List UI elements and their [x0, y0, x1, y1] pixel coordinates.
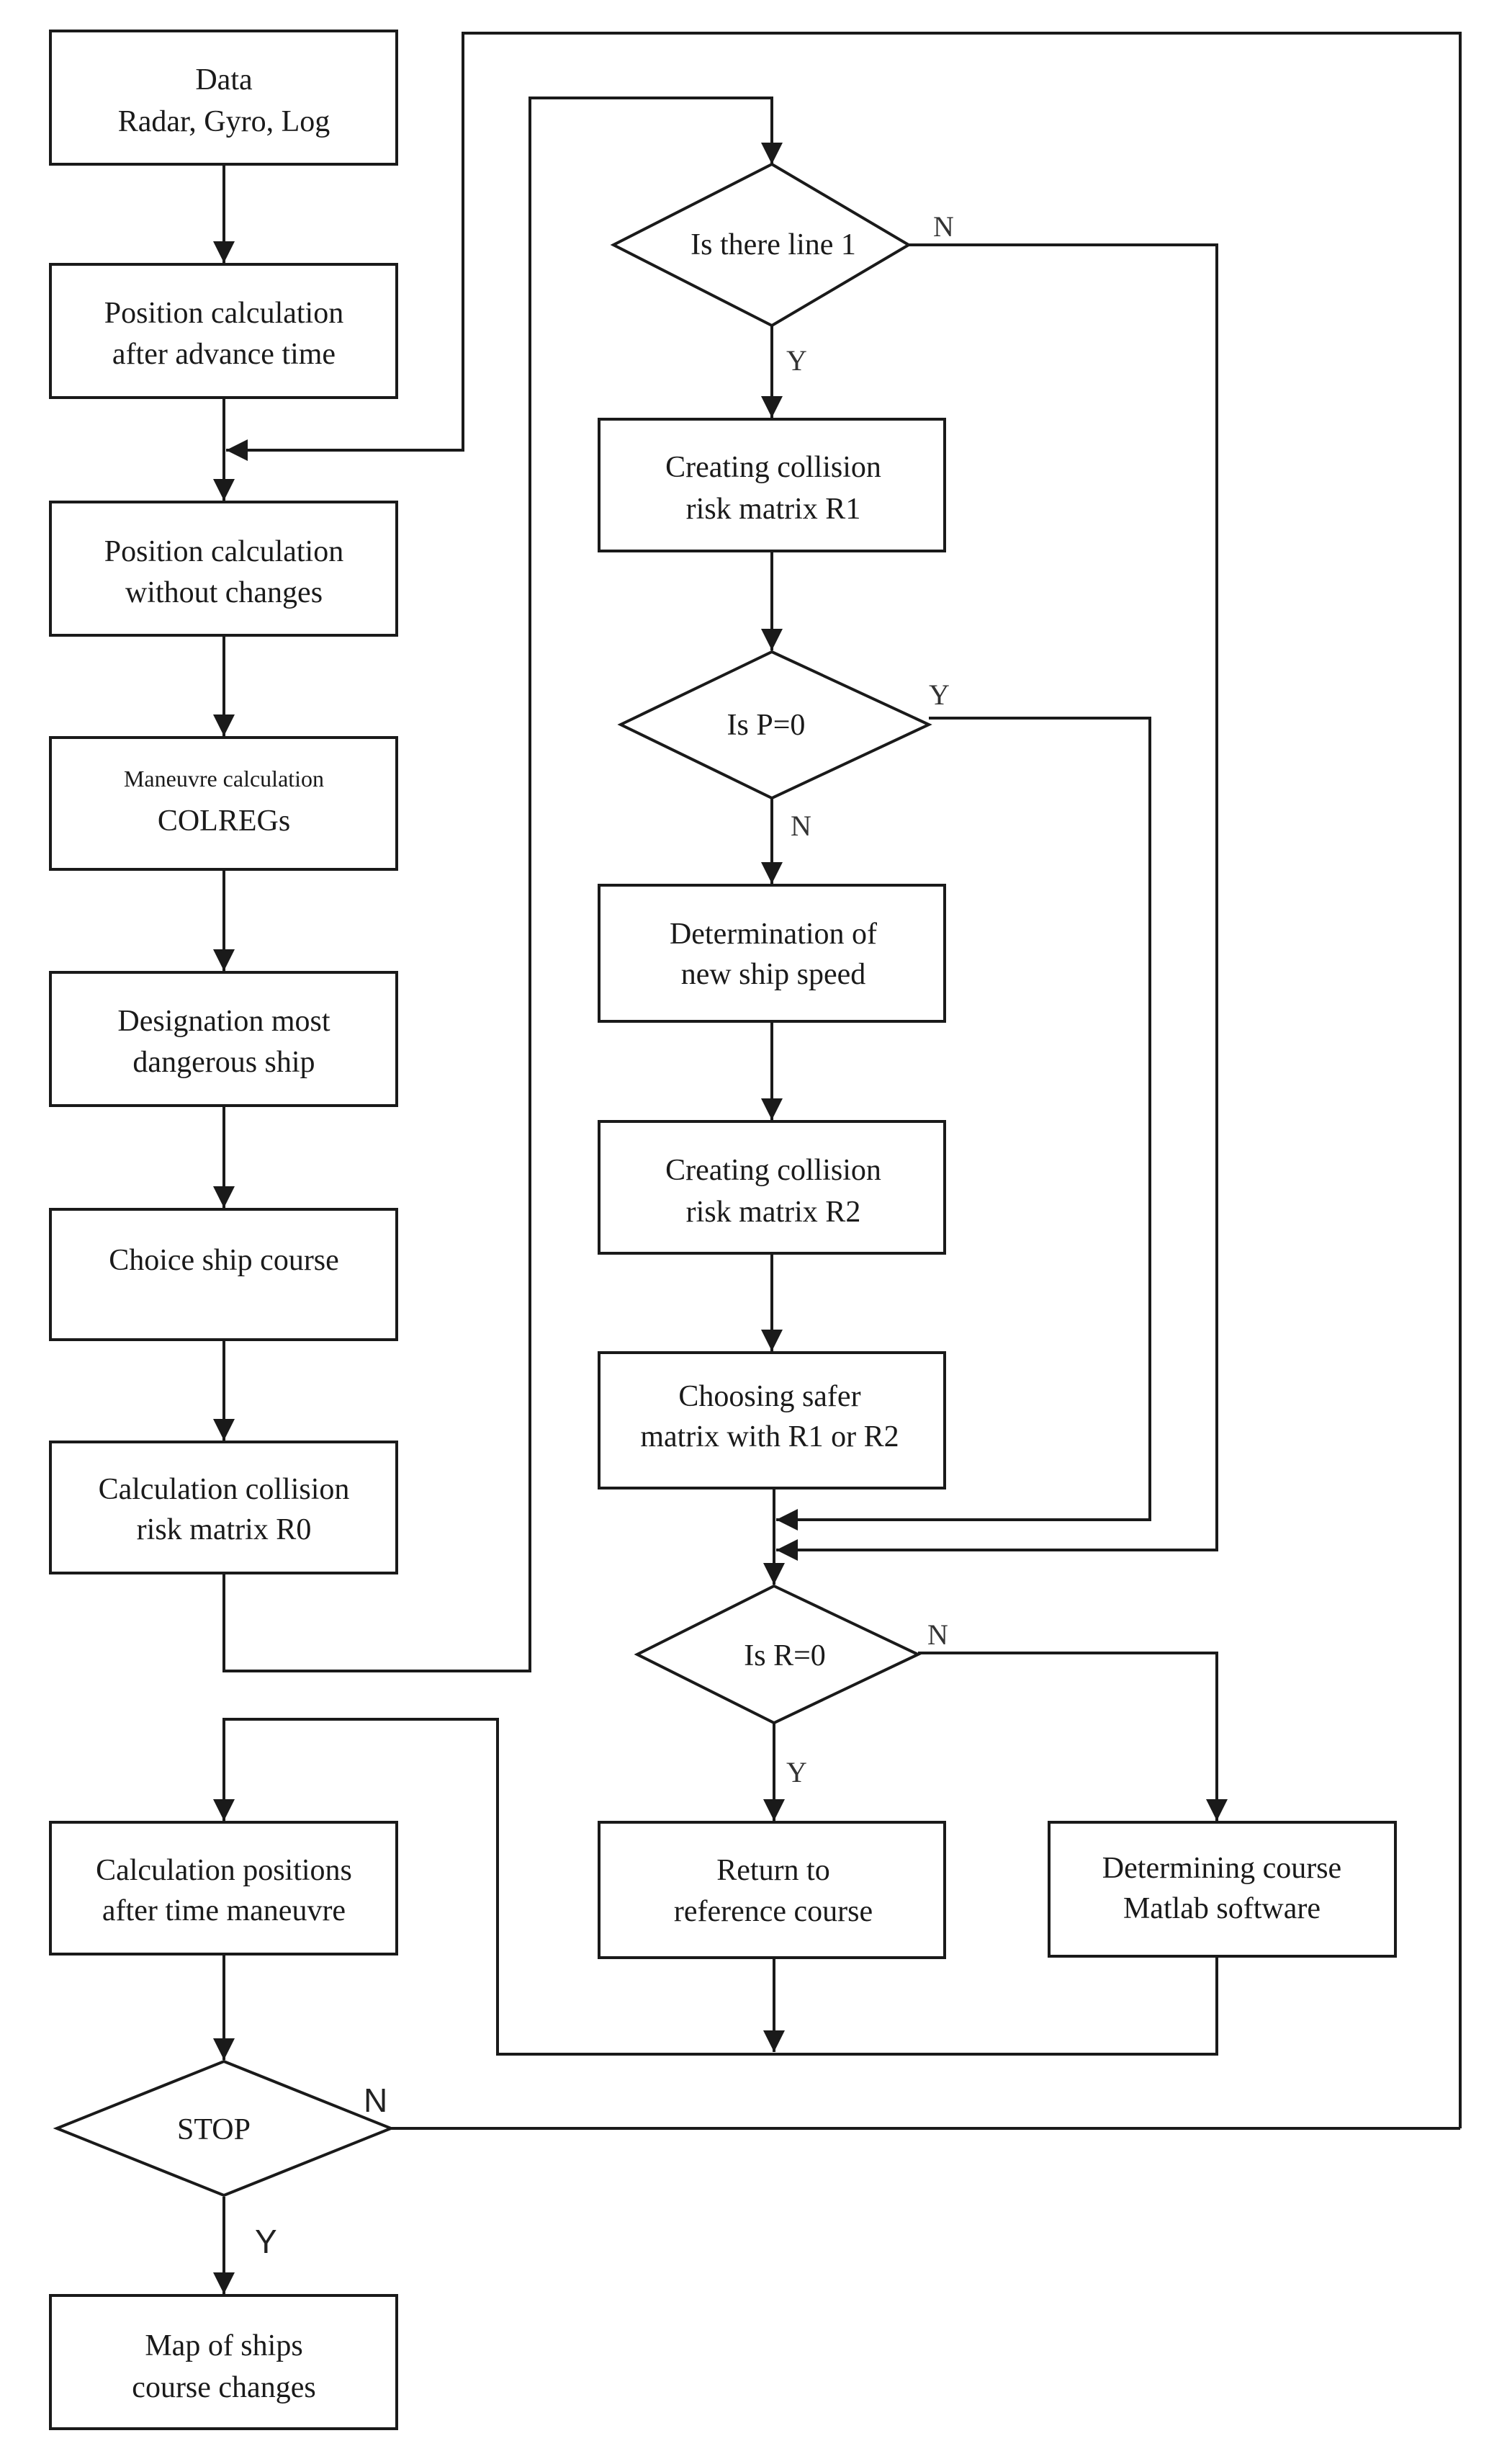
node-map: Map of ships course changes [49, 2294, 398, 2430]
node-position-advance-line1: Position calculation [104, 297, 343, 330]
node-create-r1-line1: Creating collision [665, 451, 881, 484]
node-calc-r0: Calculation collision risk matrix R0 [49, 1441, 398, 1574]
node-maneuvre: Maneuvre calculation COLREGs [49, 736, 398, 871]
node-position-nochange-line1: Position calculation [104, 535, 343, 568]
node-designation-line1: Designation most [117, 1005, 330, 1038]
label-stop-yes: Y [255, 2223, 277, 2260]
node-create-r2: Creating collision risk matrix R2 [598, 1120, 946, 1255]
node-safer-line2: matrix with R1 or R2 [640, 1420, 899, 1453]
node-data-line2: Radar, Gyro, Log [118, 105, 330, 138]
label-r0-yes: Y [786, 1756, 807, 1788]
label-p0-yes: Y [929, 678, 950, 711]
label-r0-no: N [927, 1618, 948, 1651]
arrow-line1-no-to-merge [776, 243, 1218, 1561]
node-map-line2: course changes [132, 2371, 315, 2404]
node-calc-positions-line2: after time maneuvre [102, 1894, 346, 1927]
node-calc-positions: Calculation positions after time maneuvr… [49, 1821, 398, 1955]
node-choice-line1: Choice ship course [109, 1244, 339, 1277]
node-r0-decision: Is R=0 [634, 1584, 922, 1725]
node-create-r1: Creating collision risk matrix R1 [598, 418, 946, 552]
node-calc-r0-line2: risk matrix R0 [137, 1513, 312, 1546]
node-matlab-line1: Determining course [1102, 1852, 1341, 1885]
node-create-r2-line1: Creating collision [665, 1154, 881, 1187]
label-stop-no: N [364, 2082, 387, 2119]
node-matlab-line2: Matlab software [1123, 1892, 1321, 1925]
arrow-p0-yes-to-merge [776, 717, 1151, 1531]
arrow-r0calc-to-line1 [222, 97, 783, 1672]
arrow-matlab-to-merge [213, 1718, 1218, 2056]
node-choice: Choice ship course [49, 1208, 398, 1341]
node-speed-line1: Determination of [670, 918, 877, 951]
node-maneuvre-line2: COLREGs [158, 805, 290, 838]
node-position-advance: Position calculation after advance time [49, 263, 398, 399]
node-designation-line2: dangerous ship [132, 1046, 315, 1079]
node-maneuvre-line1: Maneuvre calculation [124, 766, 324, 792]
node-position-nochange: Position calculation without changes [49, 501, 398, 637]
node-data-line1: Data [195, 63, 253, 97]
node-stop: STOP [53, 2059, 395, 2198]
node-matlab: Determining course Matlab software [1048, 1821, 1397, 1958]
node-safer-line1: Choosing safer [678, 1380, 860, 1413]
label-line1-yes: Y [786, 344, 807, 377]
node-stop-label: STOP [177, 2113, 251, 2146]
node-line1-label: Is there line 1 [690, 228, 856, 261]
node-position-nochange-line2: without changes [125, 576, 323, 609]
node-safer: Choosing safer matrix with R1 or R2 [598, 1351, 946, 1489]
arrow-loop-return-to-nochange [226, 32, 1462, 2128]
node-create-r2-line2: risk matrix R2 [686, 1196, 861, 1229]
node-return-reference-line1: Return to [716, 1854, 829, 1887]
node-p0-decision: Is P=0 [617, 650, 932, 800]
node-designation: Designation most dangerous ship [49, 971, 398, 1107]
node-position-advance-line2: after advance time [112, 338, 336, 371]
node-data: Data Radar, Gyro, Log [49, 30, 398, 166]
node-calc-r0-line1: Calculation collision [99, 1473, 350, 1506]
node-calc-positions-line1: Calculation positions [96, 1854, 352, 1887]
node-create-r1-line2: risk matrix R1 [686, 493, 861, 526]
node-map-line1: Map of ships [145, 2329, 302, 2362]
node-speed-line2: new ship speed [681, 958, 866, 991]
node-return-reference-line2: reference course [674, 1895, 873, 1928]
node-line1-decision: Is there line 1 [610, 162, 912, 328]
label-p0-no: N [791, 810, 811, 842]
node-speed: Determination of new ship speed [598, 884, 946, 1023]
branch-labels: N Y Y N N Y N Y [255, 210, 954, 2260]
arrow-r0-no-to-matlab [918, 1652, 1228, 1821]
label-line1-no: N [933, 210, 954, 243]
connectors [213, 32, 1462, 2294]
node-return-reference: Return to reference course [598, 1821, 946, 1959]
node-r0-label: Is R=0 [744, 1639, 826, 1672]
node-p0-label: Is P=0 [727, 709, 806, 742]
